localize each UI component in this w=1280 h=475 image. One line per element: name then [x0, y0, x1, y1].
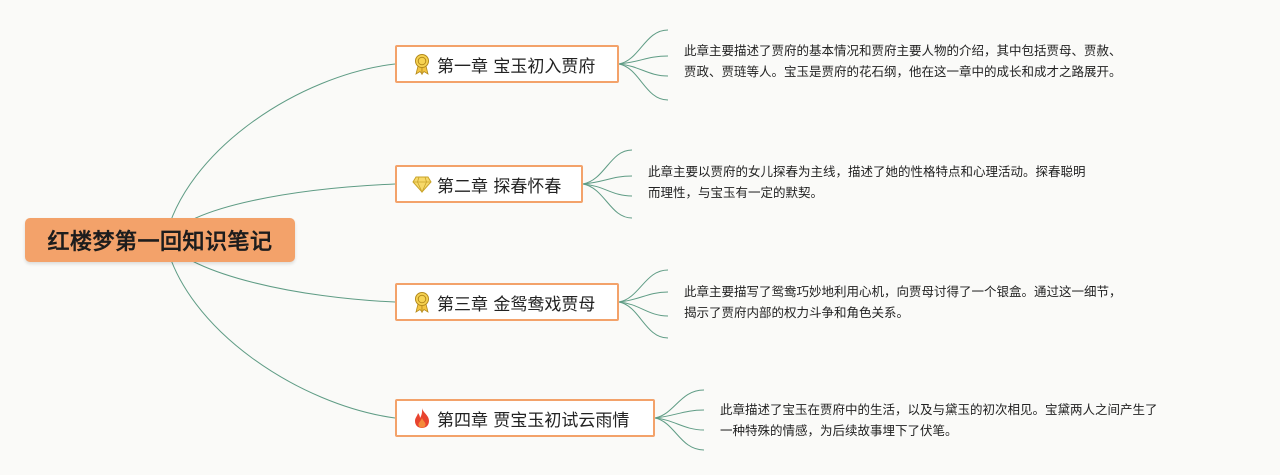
diamond-icon — [411, 173, 433, 195]
root-topic[interactable]: 红楼梦第一回知识笔记 — [25, 218, 295, 262]
ribbon-medal-icon — [411, 291, 433, 313]
chapter-4-desc-line: 一种特殊的情感，为后续故事埋下了伏笔。 — [720, 423, 958, 438]
root-topic-label: 红楼梦第一回知识笔记 — [47, 230, 273, 255]
fan-ch3 — [618, 269, 669, 339]
chapter-2-label: 第二章 探春怀春 — [437, 176, 562, 197]
chapter-3-desc-line: 揭示了贾府内部的权力斗争和角色关系。 — [684, 305, 910, 320]
chapter-3-desc-line: 此章主要描写了鸳鸯巧妙地利用心机，向贾母讨得了一个银盒。通过这一细节， — [684, 284, 1122, 299]
fan-ch2 — [582, 149, 633, 219]
chapter-1-description: 此章主要描述了贾府的基本情况和贾府主要人物的介绍，其中包括贾母、贾赦、 贾政、贾… — [684, 40, 1122, 82]
chapter-3-description: 此章主要描写了鸳鸯巧妙地利用心机，向贾母讨得了一个银盒。通过这一细节， 揭示了贾… — [684, 281, 1122, 323]
chapter-1-label: 第一章 宝玉初入贾府 — [437, 56, 596, 77]
chapter-2-node[interactable]: 第二章 探春怀春 — [395, 165, 583, 203]
chapter-4-description: 此章描述了宝玉在贾府中的生活，以及与黛玉的初次相见。宝黛两人之间产生了 一种特殊… — [720, 399, 1158, 441]
chapter-3-label: 第三章 金鸳鸯戏贾母 — [437, 294, 596, 315]
connector-root-ch1 — [164, 63, 396, 241]
chapter-2-desc-line: 此章主要以贾府的女儿探春为主线，描述了她的性格特点和心理活动。探春聪明 — [648, 164, 1086, 179]
chapter-1-desc-line: 贾政、贾琏等人。宝玉是贾府的花石纲，他在这一章中的成长和成才之路展开。 — [684, 64, 1122, 79]
fire-icon — [411, 407, 433, 429]
chapter-4-node[interactable]: 第四章 贾宝玉初试云雨情 — [395, 399, 655, 437]
chapter-4-desc-line: 此章描述了宝玉在贾府中的生活，以及与黛玉的初次相见。宝黛两人之间产生了 — [720, 402, 1158, 417]
fan-ch1 — [618, 29, 669, 101]
chapter-1-node[interactable]: 第一章 宝玉初入贾府 — [395, 45, 619, 83]
ribbon-medal-icon — [411, 53, 433, 75]
connector-root-ch4 — [164, 239, 396, 419]
chapter-2-desc-line: 而理性，与宝玉有一定的默契。 — [648, 185, 824, 200]
fan-ch4 — [654, 389, 705, 451]
chapter-1-desc-line: 此章主要描述了贾府的基本情况和贾府主要人物的介绍，其中包括贾母、贾赦、 — [684, 43, 1122, 58]
chapter-4-label: 第四章 贾宝玉初试云雨情 — [437, 410, 630, 431]
chapter-2-description: 此章主要以贾府的女儿探春为主线，描述了她的性格特点和心理活动。探春聪明 而理性，… — [648, 161, 1086, 203]
chapter-3-node[interactable]: 第三章 金鸳鸯戏贾母 — [395, 283, 619, 321]
